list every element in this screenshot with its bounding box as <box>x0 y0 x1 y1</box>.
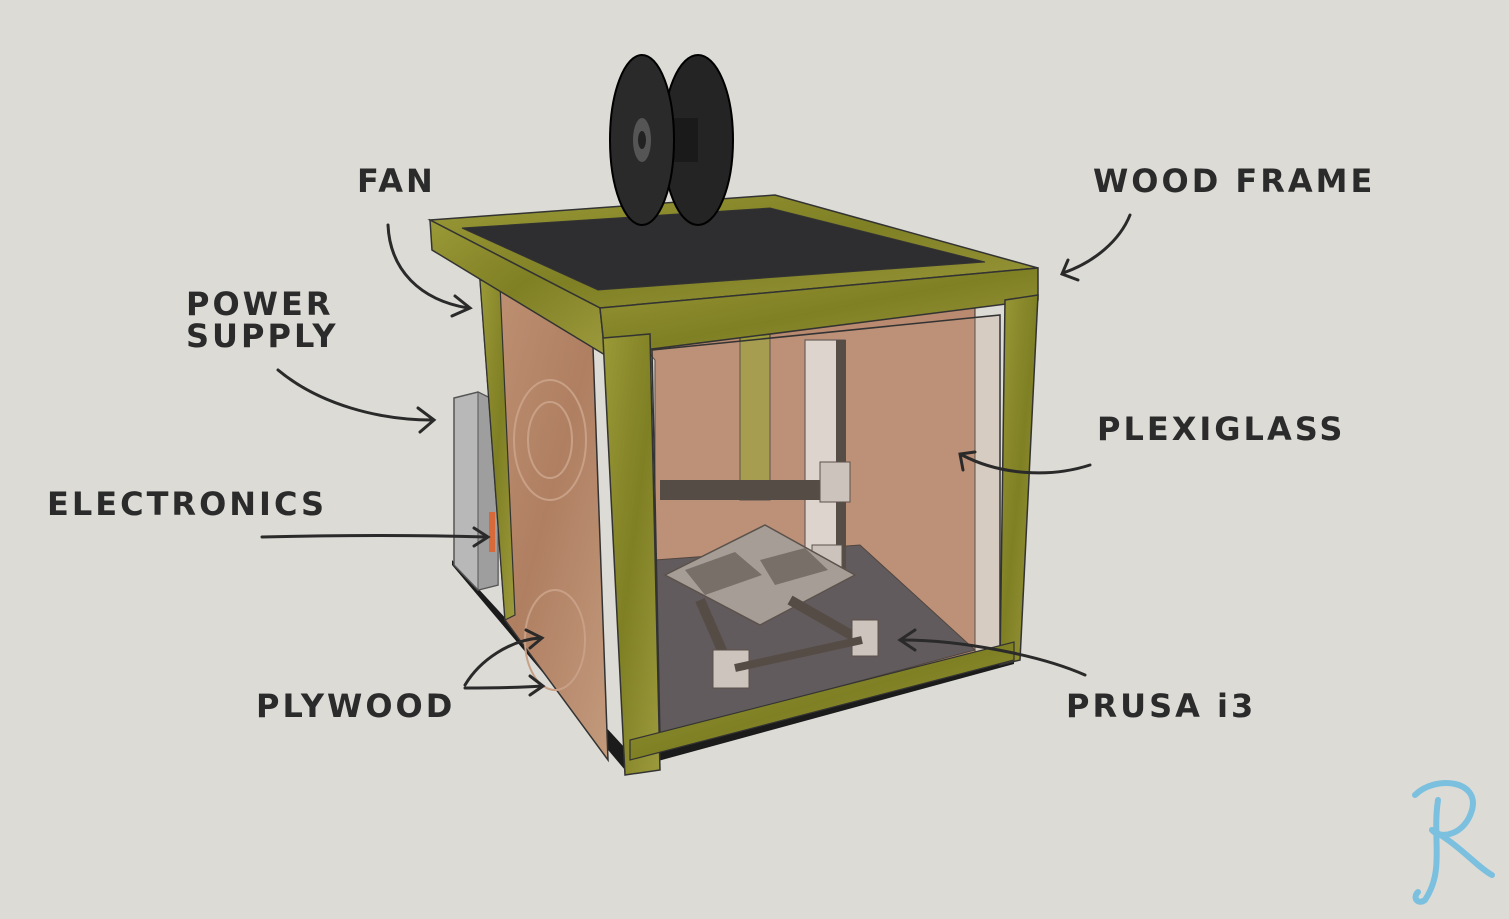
electronics-arrow <box>260 534 489 539</box>
label-power-supply: POWER SUPPLY <box>186 285 339 355</box>
label-plexiglass: PLEXIGLASS <box>1097 410 1346 448</box>
fan-arrow <box>386 223 470 310</box>
wood-frame-arrow <box>1061 213 1132 275</box>
plywood-arrow-1 <box>463 636 542 687</box>
wood-frame <box>427 194 1039 776</box>
r-monogram-icon <box>1412 780 1495 905</box>
electronics-board <box>489 512 495 552</box>
label-prusa-i3: PRUSA i3 <box>1066 687 1257 725</box>
label-fan: FAN <box>357 162 436 200</box>
plexiglass-arrow <box>960 453 1092 475</box>
label-plywood: PLYWOOD <box>256 687 456 725</box>
prusa-arrow <box>900 638 1087 677</box>
label-electronics: ELECTRONICS <box>47 485 328 523</box>
filament-spool <box>609 54 734 226</box>
label-wood-frame: WOOD FRAME <box>1093 162 1376 200</box>
power-supply-arrow <box>276 368 434 422</box>
callout-arrows <box>260 213 1132 697</box>
